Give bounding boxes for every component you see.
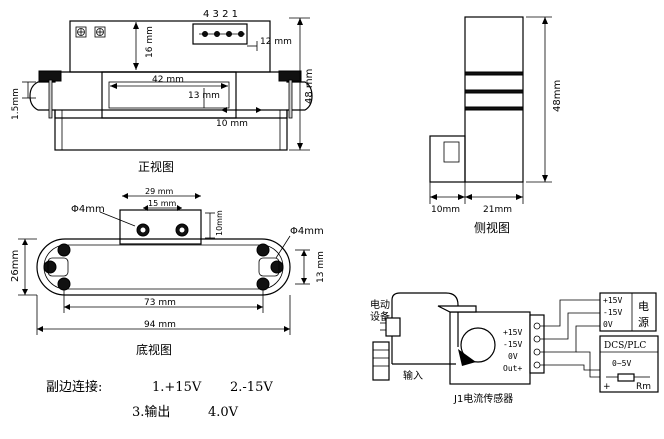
dim-21mm-side: 21mm [483,205,512,215]
psu-pin-label: 0V [603,320,613,329]
side-body [464,16,524,183]
front-view: 4 3 2 1 16 mm 12 mm 42 mm 13 mm [11,9,315,174]
legend-item-3: 3.输出 [132,404,170,420]
plus-sign: + [603,382,611,392]
dim-15mm: 15 mm [148,199,177,208]
dim-12mm: 12 mm [260,37,292,47]
dim-73mm: 73 mm [144,298,176,308]
legend-item-2: 2.-15V [230,380,273,395]
sensor-aperture [460,327,496,363]
pin-numbers: 4 3 2 1 [203,9,238,20]
pin-label: +15V [503,328,522,337]
pin-label: 0V [508,352,518,361]
dcs-plc-box [599,335,659,393]
resistor-icon [617,373,635,382]
dim-10mm-side: 10mm [431,205,460,215]
device-cable [391,292,459,347]
front-lower-body [54,109,288,151]
power-supply-box [599,292,657,332]
wiring-diagram: 电动 设备 输入 +15V -15V 0V Out+ J1电流传感器 [370,292,659,405]
dim-phi4-right: Φ4mm [290,226,324,237]
dim-16mm: 16 mm [145,26,155,58]
connector-block [192,23,248,45]
bottom-view-caption: 底视图 [136,342,172,357]
screw-icon [75,26,87,38]
bottom-view: 29 mm 15 mm 10mm Φ4mm Φ4mm 26mm [10,187,326,357]
psu-pin-label: -15V [603,308,622,317]
plug-icon [372,317,456,381]
legend-item-4: 4.0V [208,405,239,420]
legend-item-1: 1.+15V [152,380,202,395]
side-view-caption: 侧视图 [474,220,510,235]
sensor-terminal [529,314,545,374]
range-label: 0~5V [612,359,631,368]
screw-icon [94,26,106,38]
bolt-head [38,70,62,82]
device-label-2: 设备 [370,310,390,323]
dim-94mm: 94 mm [144,320,176,330]
front-view-caption: 正视图 [138,159,174,174]
input-label: 输入 [403,369,423,382]
dim-29mm: 29 mm [145,187,174,196]
dim-42mm: 42 mm [152,75,184,85]
bolt-head [278,70,302,82]
psu-pin-label: +15V [603,296,622,305]
dcs-label: DCS/PLC [604,341,646,351]
dim-13mm-bottom: 13 mm [316,251,326,283]
pin-label: -15V [503,340,522,349]
bottom-bracket [119,209,202,245]
side-view: 48mm 10mm 21mm 侧视图 [429,16,563,235]
dim-48mm: 48 mm [304,69,315,104]
dim-10mm: 10 mm [216,119,248,129]
side-connector [429,135,466,183]
dim-48mm-side: 48mm [552,80,563,112]
dim-26mm: 26mm [10,250,21,282]
legend-prefix: 副边连接: [46,379,102,395]
front-window [101,71,237,119]
bottom-body [36,238,291,296]
psu-label-2: 源 [638,315,649,329]
legend: 副边连接: 1.+15V 2.-15V 3.输出 4.0V [46,379,273,420]
dim-phi4-left: Φ4mm [71,204,105,215]
pin-label: Out+ [503,364,522,373]
dim-1-5mm: 1.5mm [11,88,21,120]
device-label-1: 电动 [370,298,390,311]
psu-label-1: 电 [638,300,649,313]
dim-10mm-bottom: 10mm [215,210,224,236]
sensor-label: J1电流传感器 [453,392,513,405]
dim-13mm: 13 mm [188,91,220,101]
rm-label: Rm [636,382,651,392]
